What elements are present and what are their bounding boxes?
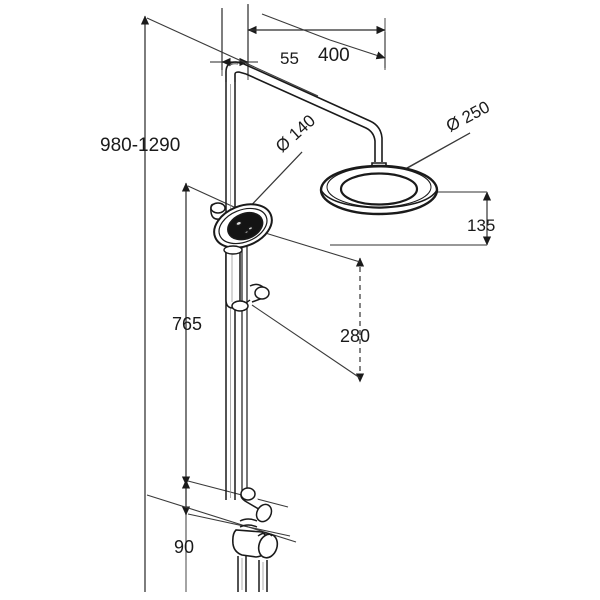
dimension-label-90: 90 (174, 537, 195, 557)
hand-shower (210, 202, 273, 309)
shower-arm (225, 61, 383, 162)
bottom-mixer-valve (232, 487, 279, 592)
overhead-shower-head (319, 162, 439, 216)
hose-holder-bracket (231, 283, 270, 312)
shower-system-geometry (210, 61, 439, 592)
dimension-lines (140, 4, 492, 592)
dimension-label-400: 400 (318, 45, 350, 66)
dimension-label-280: 280 (340, 326, 371, 346)
dimension-label-55: 55 (280, 49, 299, 68)
dimension-label-135: 135 (467, 216, 496, 235)
dimension-label-height-range: 980-1290 (100, 135, 181, 156)
dimension-label-765: 765 (172, 314, 203, 334)
